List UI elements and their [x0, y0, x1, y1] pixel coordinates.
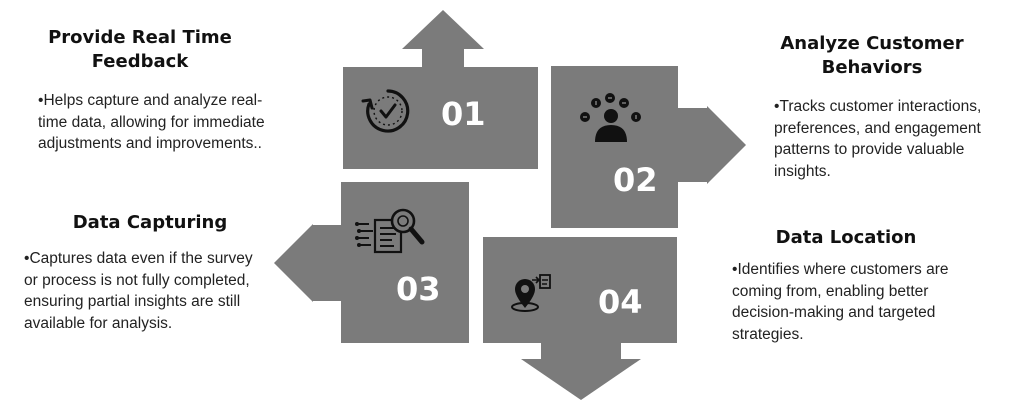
block-03	[274, 182, 469, 343]
bullet: •	[774, 98, 780, 115]
block-04	[483, 237, 677, 400]
bullet: •	[24, 250, 30, 267]
heading-provide-real-time-feedback: Provide Real Time Feedback	[48, 27, 232, 72]
step-number-01: 01	[441, 95, 486, 133]
description-data-location: •Identifies where customers are coming f…	[732, 261, 949, 343]
location-pin-icon	[511, 274, 551, 312]
step-number-02: 02	[613, 161, 658, 199]
clock-check-icon	[361, 89, 410, 133]
heading-data-location: Data Location	[775, 227, 917, 248]
description-data-capturing: •Captures data even if the survey or pro…	[24, 250, 253, 332]
bullet: •	[732, 261, 738, 278]
customer-user-icon	[580, 93, 641, 142]
step-number-03: 03	[396, 270, 441, 308]
step-number-04: 04	[598, 283, 643, 321]
document-search-icon	[355, 208, 425, 254]
bullet: •	[38, 92, 44, 109]
block-02	[551, 66, 746, 228]
description-provide-real-time-feedback: •Helps capture and analyze real-time dat…	[38, 92, 265, 152]
heading-analyze-customer-behaviors: Analyze Customer Behaviors	[780, 33, 964, 78]
heading-data-capturing: Data Capturing	[72, 212, 228, 233]
description-analyze-customer-behaviors: •Tracks customer interactions, preferenc…	[774, 98, 982, 180]
